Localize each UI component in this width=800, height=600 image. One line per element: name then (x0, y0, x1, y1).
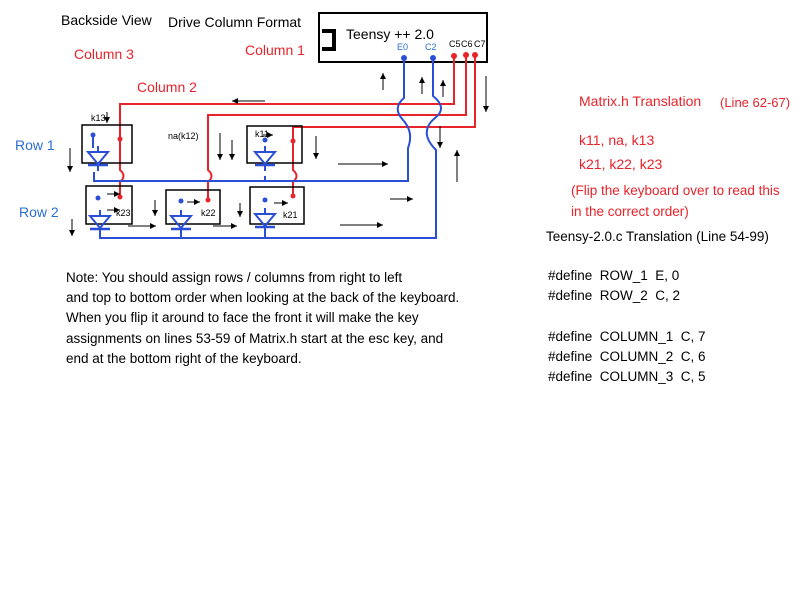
column-1-label: Column 1 (245, 42, 305, 58)
key-k11 (246, 125, 303, 173)
matrix-translation-title: Matrix.h Translation (579, 93, 702, 109)
define-line: #define ROW_1 E, 0 (548, 268, 680, 283)
matrix-translation-lines: (Line 62-67) (720, 95, 791, 110)
backside-view-label: Backside View (61, 12, 152, 28)
key-na-label: na(k12) (168, 131, 199, 141)
note-line: assignments on lines 53-59 of Matrix.h s… (66, 330, 444, 346)
teensy-title: Teensy ++ 2.0 (346, 26, 434, 42)
key-k13 (81, 124, 133, 173)
column-wires (119, 55, 476, 200)
key-k13-label: k13 (91, 113, 106, 123)
row-1-label: Row 1 (15, 137, 55, 153)
define-line (548, 306, 706, 326)
define-line: #define COLUMN_3 C, 5 (548, 368, 706, 384)
define-line: #define ROW_2 C, 2 (548, 288, 681, 304)
pin-c2-label: C2 (425, 42, 437, 52)
usb-connector-icon (322, 29, 336, 51)
pin-c6-label: C6 (461, 39, 473, 49)
column-2-label: Column 2 (137, 79, 197, 95)
flip-note-line-2: in the correct order) (571, 204, 689, 219)
column-3-label: Column 3 (74, 46, 134, 62)
note-line: end at the bottom right of the keyboard. (66, 350, 302, 366)
matrix-row-1: k11, na, k13 (579, 132, 655, 148)
key-k21-label: k21 (283, 210, 298, 220)
key-k21 (249, 186, 305, 235)
key-k22 (165, 189, 221, 237)
row-2-wire (99, 58, 442, 239)
define-list: #define ROW_1 E, 0 #define ROW_2 C, 2 #d… (548, 266, 706, 387)
key-k11-label: k11 (255, 129, 269, 139)
define-line: #define COLUMN_2 C, 6 (548, 348, 706, 364)
flip-note-line-1: (Flip the keyboard over to read this (571, 183, 780, 198)
column-1-wire (292, 55, 476, 196)
matrix-row-2: k21, k22, k23 (579, 156, 663, 172)
pin-e0-label: E0 (397, 42, 409, 52)
define-line: #define COLUMN_1 C, 7 (548, 328, 706, 344)
note-line: When you flip it around to face the fron… (66, 310, 419, 326)
note-line: Note: You should assign rows / columns f… (66, 270, 403, 285)
teensy-board (318, 12, 488, 63)
pin-c5-label: C5 (449, 39, 461, 49)
row-wires (93, 58, 442, 239)
key-k23-label: k23 (116, 208, 131, 218)
row-wire-taps (180, 176, 266, 238)
note-line: and top to bottom order when looking at … (66, 290, 460, 306)
pin-c7-label: C7 (474, 39, 486, 49)
row-2-label: Row 2 (19, 204, 59, 220)
teensy-translation-title: Teensy-2.0.c Translation (Line 54-99) (546, 229, 769, 244)
drive-column-format-label: Drive Column Format (168, 14, 302, 30)
key-k22-label: k22 (201, 208, 216, 218)
row-1-wire (93, 58, 412, 182)
flow-arrows (67, 73, 489, 236)
assignment-note: Note: You should assign rows / columns f… (66, 268, 459, 369)
